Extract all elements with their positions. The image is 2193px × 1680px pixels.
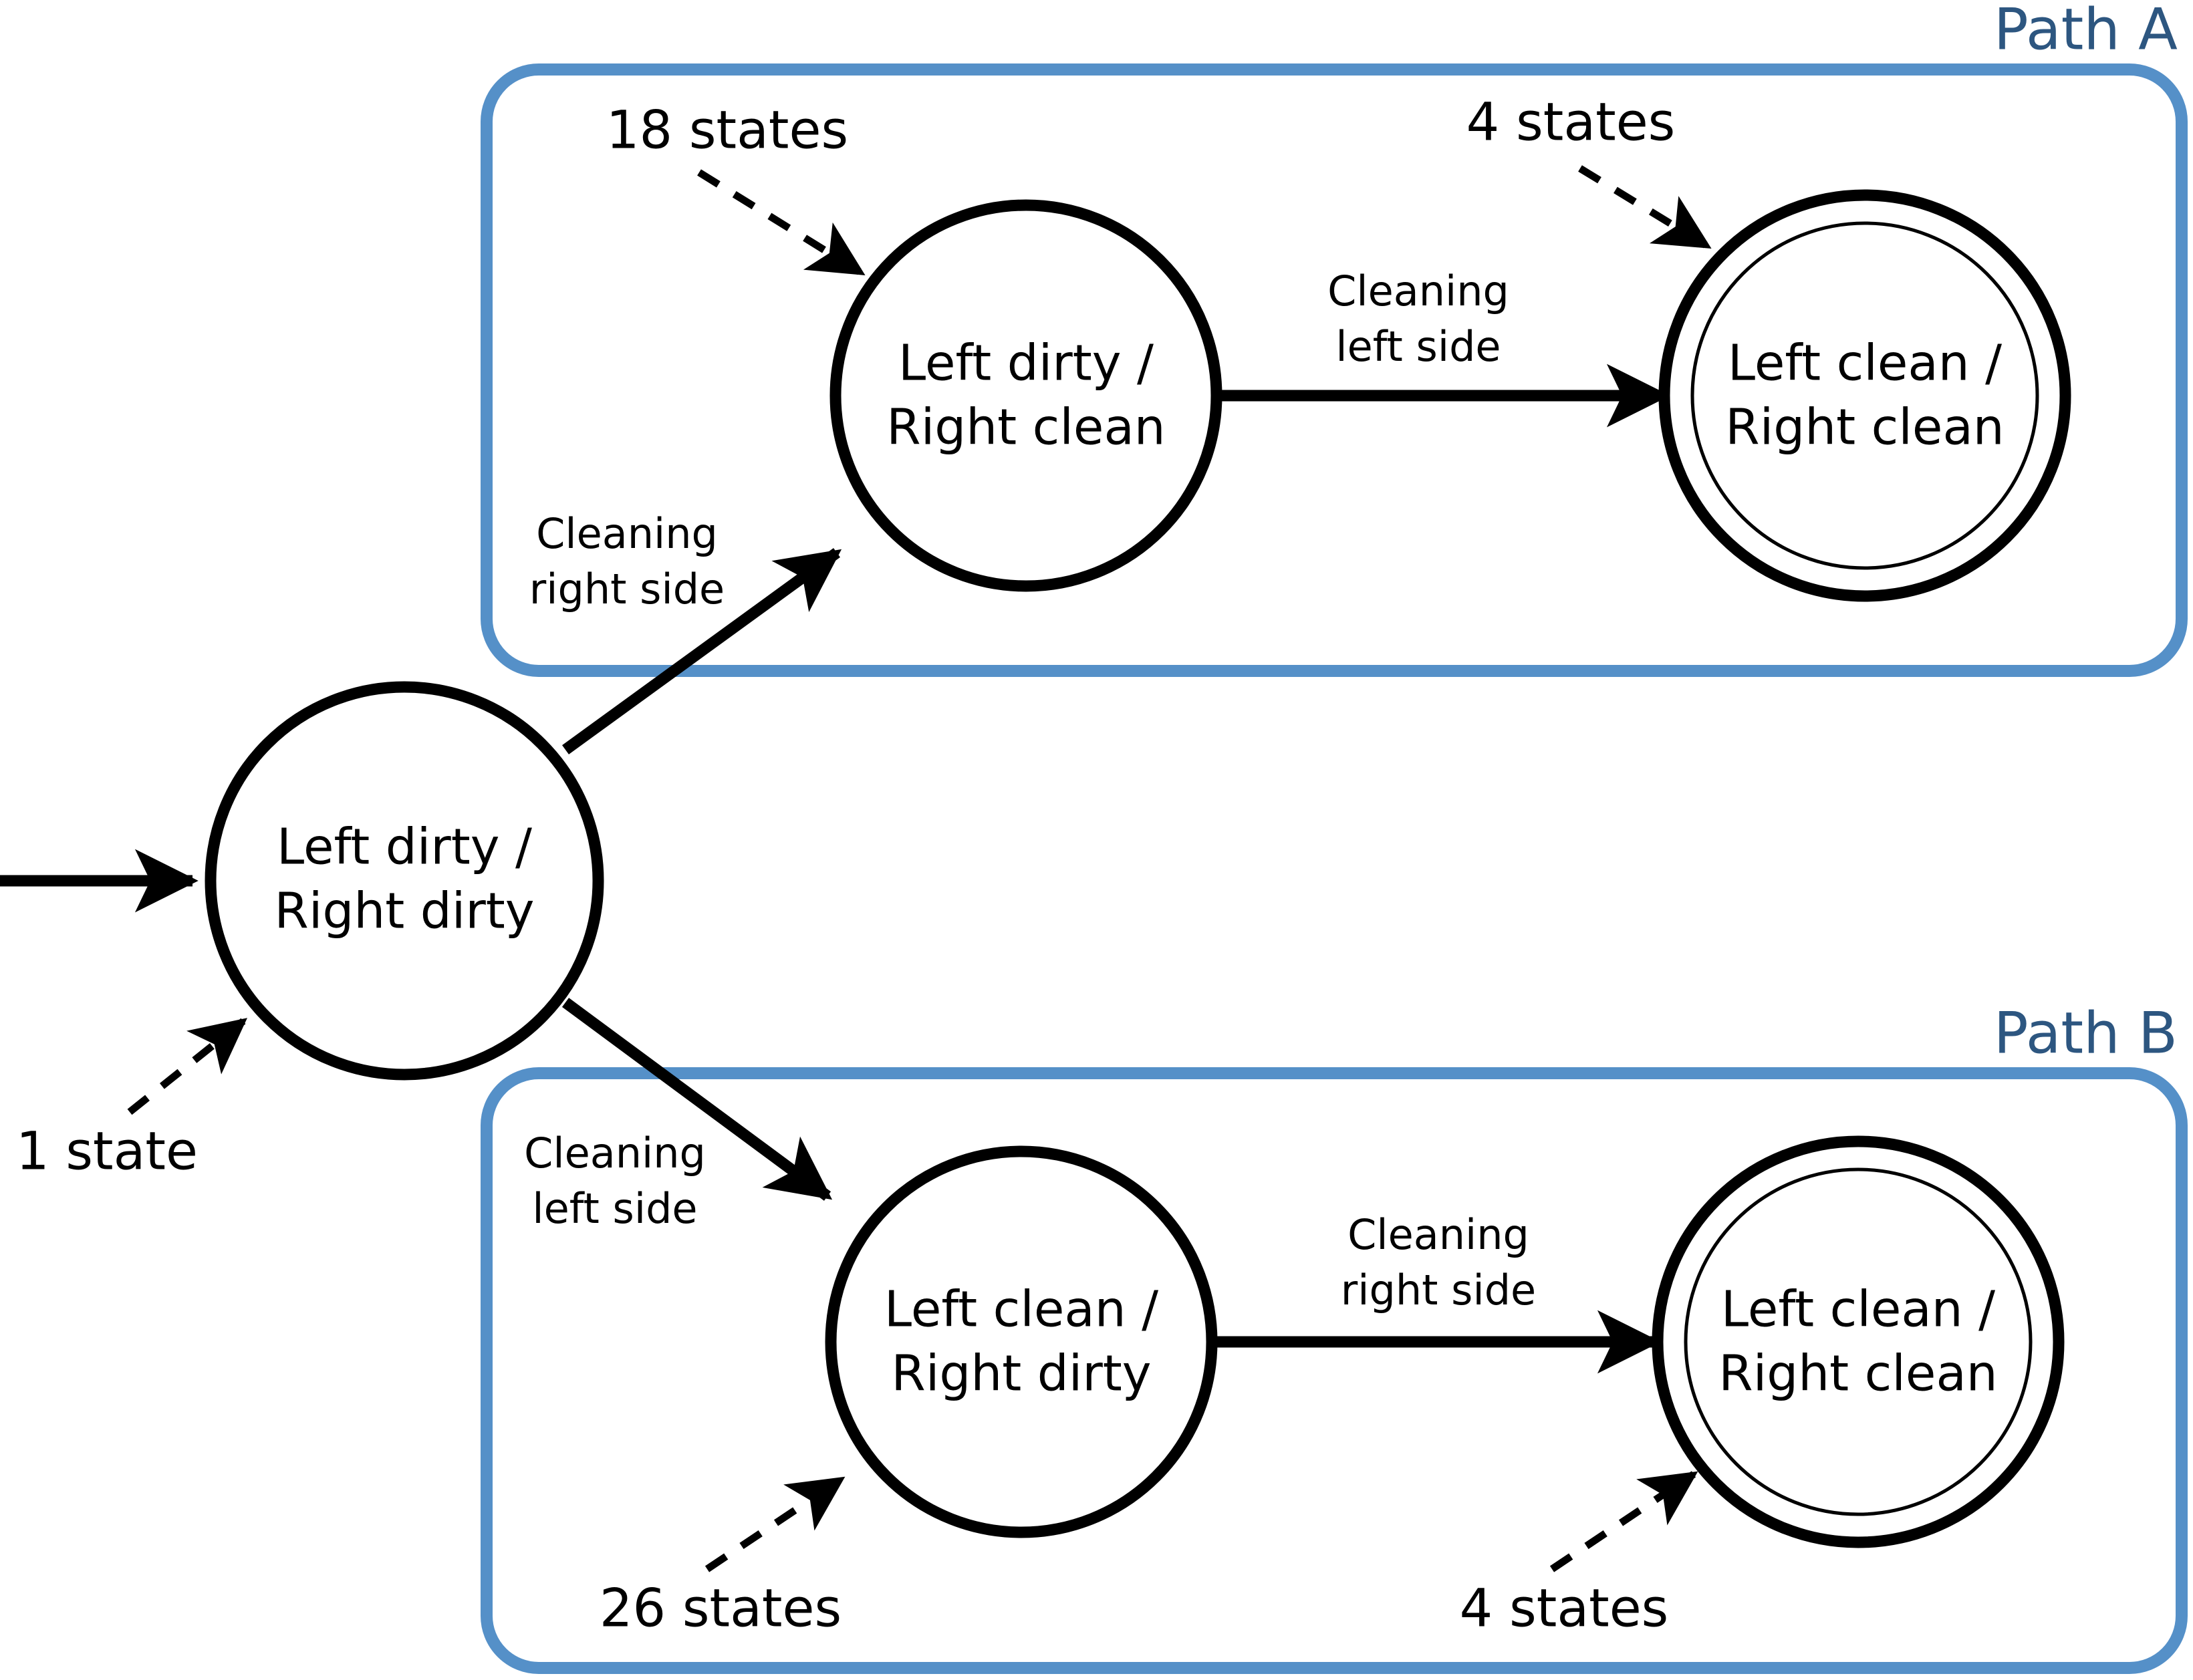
state-node-start[interactable]: Left dirty / Right dirty <box>205 681 604 1081</box>
group-path-a: Path A <box>481 0 2188 677</box>
edge-label-a-mid-to-a-end-line1: Cleaning <box>1327 267 1509 315</box>
annotation-26-states: 26 states <box>600 1476 846 1639</box>
annotation-4-states-bottom-leader <box>1549 1471 1698 1572</box>
edge-label-start-to-a-mid: Cleaning right side <box>529 509 725 613</box>
state-node-b-end-outer-circle[interactable] <box>1652 1135 2065 1548</box>
state-node-a-mid[interactable]: Left dirty / Right clean <box>829 199 1222 592</box>
state-node-b-end-line1: Left clean / <box>1721 1281 1995 1339</box>
edge-label-start-to-a-mid-line2: right side <box>529 565 725 613</box>
edge-start-to-b-mid <box>561 998 833 1201</box>
state-node-a-end[interactable]: Left clean / Right clean <box>1658 189 2071 602</box>
state-node-b-end[interactable]: Left clean / Right clean <box>1652 1135 2065 1548</box>
state-node-b-end-line2: Right clean <box>1718 1345 1997 1403</box>
state-node-b-mid[interactable]: Left clean / Right dirty <box>825 1145 1218 1538</box>
state-node-a-end-inner-circle <box>1690 221 2039 570</box>
state-node-a-mid-line1: Left dirty / <box>898 335 1154 392</box>
annotation-26-states-leader <box>704 1476 846 1572</box>
edge-label-b-mid-to-b-end: Cleaning right side <box>1341 1210 1536 1314</box>
annotation-4-states-top-leader <box>1578 165 1712 249</box>
annotation-18-states: 18 states <box>606 100 866 276</box>
state-node-b-mid-line2: Right dirty <box>891 1345 1151 1403</box>
edge-label-a-mid-to-a-end: Cleaning left side <box>1327 267 1509 371</box>
group-path-b: Path B <box>481 1000 2188 1674</box>
edge-label-start-to-a-mid-line1: Cleaning <box>536 509 718 558</box>
state-node-start-line2: Right dirty <box>274 883 534 940</box>
path-b-boundary <box>481 1067 2188 1674</box>
annotation-18-states-leader <box>697 169 866 276</box>
annotation-26-states-label: 26 states <box>600 1578 842 1639</box>
annotation-1-state-label: 1 state <box>16 1121 198 1181</box>
path-b-title: Path B <box>1994 1000 2178 1067</box>
edge-label-b-mid-to-b-end-line2: right side <box>1341 1266 1536 1314</box>
edge-label-start-to-b-mid-line1: Cleaning <box>524 1129 706 1177</box>
annotation-4-states-bottom: 4 states <box>1460 1471 1698 1639</box>
state-node-b-end-inner-circle <box>1684 1167 2033 1516</box>
edge-start-to-a-mid <box>562 548 842 754</box>
state-node-b-mid-circle[interactable] <box>825 1145 1218 1538</box>
state-node-a-end-line1: Left clean / <box>1728 335 2002 392</box>
state-node-start-circle[interactable] <box>205 681 604 1081</box>
state-node-a-mid-circle[interactable] <box>829 199 1222 592</box>
annotation-18-states-label: 18 states <box>606 100 848 160</box>
path-a-title: Path A <box>1994 0 2178 63</box>
edge-label-start-to-b-mid-line2: left side <box>532 1184 697 1233</box>
state-node-b-mid-line1: Left clean / <box>884 1281 1158 1339</box>
annotation-4-states-top: 4 states <box>1466 92 1712 249</box>
state-node-start-line1: Left dirty / <box>277 819 532 876</box>
edge-label-a-mid-to-a-end-line2: left side <box>1335 322 1501 371</box>
annotation-4-states-top-label: 4 states <box>1466 92 1676 152</box>
state-node-a-end-line2: Right clean <box>1725 399 2004 456</box>
state-node-a-mid-line2: Right clean <box>886 399 1165 456</box>
annotation-1-state-leader <box>127 1018 248 1115</box>
edge-label-b-mid-to-b-end-line1: Cleaning <box>1347 1210 1529 1259</box>
annotation-1-state: 1 state <box>16 1018 248 1181</box>
path-a-boundary <box>481 63 2188 677</box>
annotation-4-states-bottom-label: 4 states <box>1460 1578 1669 1639</box>
edge-label-start-to-b-mid: Cleaning left side <box>524 1129 706 1233</box>
state-node-a-end-outer-circle[interactable] <box>1658 189 2071 602</box>
